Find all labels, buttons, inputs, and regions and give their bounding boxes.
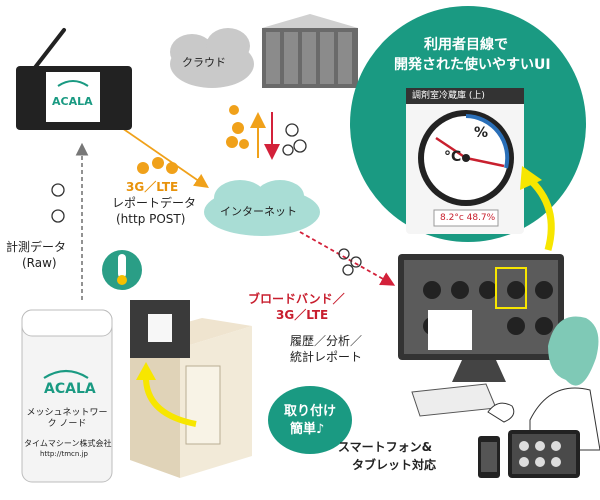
install-badge	[268, 386, 352, 454]
report-sub-label: (http POST)	[116, 212, 186, 226]
smartphone-icon	[478, 436, 500, 478]
ui-arrow	[525, 175, 555, 251]
gateway-device	[16, 28, 132, 130]
report-data-bubbles	[137, 105, 249, 174]
install-line1: 取り付け	[284, 404, 337, 419]
node-company-label: タイムマシーン株式会社	[24, 439, 112, 448]
raw-data-bubbles	[51, 123, 362, 276]
tablet-icon	[508, 430, 580, 478]
internet-label: インターネット	[220, 205, 297, 218]
keyboard	[411, 383, 497, 417]
measure-sub-label: (Raw)	[22, 256, 57, 270]
gauge-unit-c: °C	[444, 149, 462, 165]
install-arrow	[142, 373, 197, 427]
node-url-label: http://tmcn.jp	[40, 450, 88, 458]
mobile-label: 3G／LTE	[126, 180, 179, 194]
ui-title-line2: 開発された使いやすいUI	[394, 57, 551, 73]
gateway-to-internet-arrow	[121, 127, 209, 189]
cloud-shape	[170, 28, 254, 88]
gauge-readout-box	[433, 209, 499, 227]
history-sub-label: 統計レポート	[290, 350, 363, 364]
install-arrowhead	[136, 362, 156, 380]
smartphone-line2: タブレット対応	[352, 458, 437, 472]
internet-cloud-shape	[204, 180, 320, 236]
humidity-needle	[465, 156, 505, 168]
thermometer-icon	[102, 250, 142, 290]
broadband-sub-label: 3G／LTE	[276, 308, 329, 322]
measure-label: 計測データ	[6, 240, 67, 254]
history-label: 履歴／分析／	[290, 334, 363, 348]
gateway-logo: ACALA	[52, 95, 93, 108]
report-label: レポートデータ	[112, 196, 197, 210]
smartphone-line1: スマートフォン&	[338, 440, 433, 454]
gauge-readout: 8.2°c 48.7%	[440, 213, 496, 223]
sensor-node-device	[21, 309, 113, 483]
cloud-label: クラウド	[182, 56, 226, 69]
install-line2: 簡単♪	[290, 422, 325, 437]
temperature-needle	[435, 136, 467, 160]
broadband-label: ブロードバンド／	[248, 292, 345, 306]
server-rack-icon	[262, 14, 358, 88]
computer-monitor	[398, 254, 564, 382]
gauge-unit-pct: %	[474, 125, 489, 141]
device-title: 調剤室冷蔵庫 (上)	[412, 91, 485, 101]
ui-title-line1: 利用者目線で	[424, 37, 508, 53]
node-product-label: メッシュネットワーク ノード	[26, 408, 108, 429]
node-logo: ACALA	[44, 381, 96, 397]
hand	[487, 402, 515, 423]
